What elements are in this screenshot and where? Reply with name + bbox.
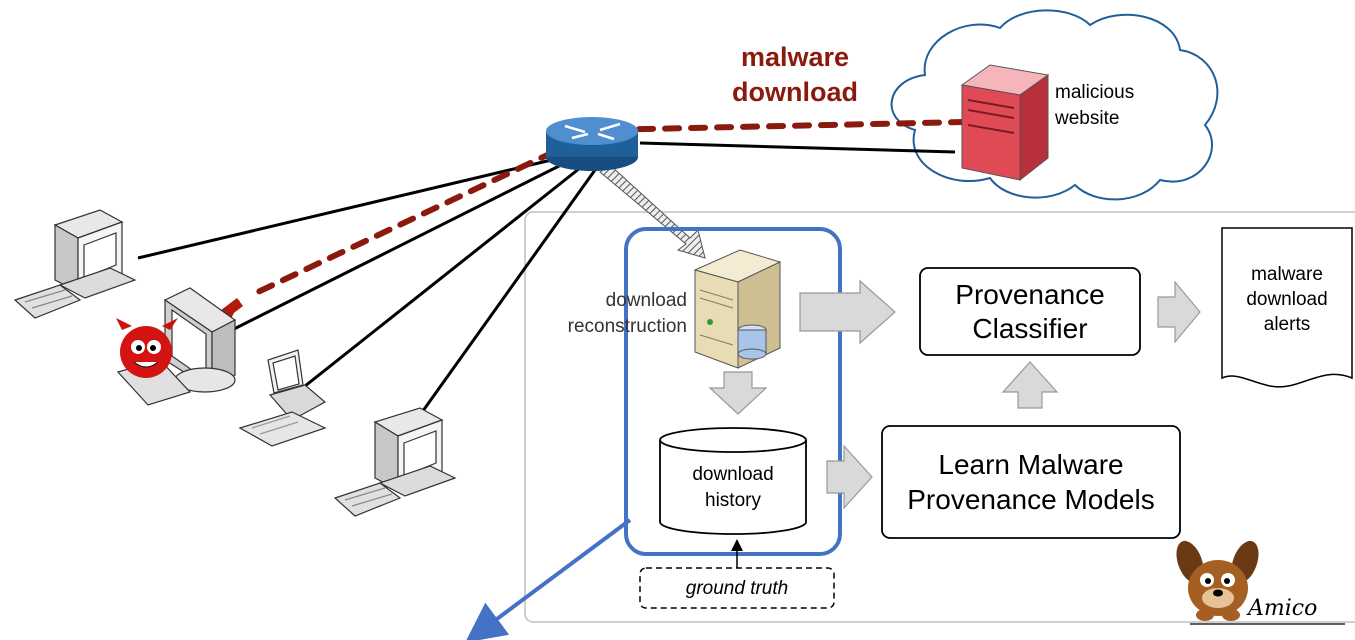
learn-models-label-line2: Provenance Models	[907, 484, 1155, 515]
download-reconstruction-label-line1: download	[605, 290, 687, 311]
arrow-models-to-classifier	[1001, 361, 1059, 409]
provenance-classifier-box	[919, 267, 1141, 356]
arrow-history-to-models	[826, 444, 873, 510]
download-history-label: download history	[660, 462, 806, 514]
provenance-classifier-label-line1: Provenance	[955, 279, 1105, 310]
learn-models-label: Learn Malware Provenance Models	[882, 447, 1180, 517]
malicious-website-label-line1: malicious	[1055, 82, 1135, 103]
provenance-classifier-label-line2: Classifier	[972, 313, 1088, 344]
traffic-tap-arrow	[599, 164, 706, 259]
reconstruction-highlight-box	[624, 227, 842, 556]
flow-arrows	[708, 279, 1201, 510]
malware-download-label: malware download	[700, 40, 890, 110]
arrow-server-to-history	[708, 371, 768, 415]
arrow-server-to-classifier	[799, 279, 896, 345]
download-history-label-line1: download	[692, 464, 774, 485]
alerts-label-line2: download	[1246, 289, 1328, 310]
download-history-label-line2: history	[705, 490, 761, 511]
database-cylinder-icon	[659, 427, 807, 535]
dog-mascot-icon	[1176, 540, 1345, 625]
learn-models-box	[881, 425, 1181, 539]
devil-icon	[116, 318, 178, 378]
desktop-computer-icon-2	[333, 407, 457, 517]
malicious-website-label: malicious website	[1055, 80, 1175, 132]
download-reconstruction-label-line2: reconstruction	[567, 316, 687, 337]
malicious-server-icon	[960, 64, 1050, 182]
amico-system-frame	[524, 211, 1355, 623]
provenance-classifier-label: Provenance Classifier	[920, 278, 1140, 346]
database-server-icon	[693, 249, 782, 369]
download-reconstruction-label: download reconstruction	[530, 288, 687, 340]
network-links	[137, 141, 956, 416]
brand-label: Amico	[1248, 596, 1318, 621]
alerts-document	[1221, 227, 1353, 388]
alerts-label-line3: alerts	[1263, 314, 1311, 335]
desktop-computer-icon	[13, 209, 137, 319]
ground-truth-label: ground truth	[685, 578, 789, 599]
malware-download-label-line2: download	[732, 77, 858, 107]
laptop-icon	[238, 349, 327, 447]
detail-pointer-arrow	[465, 518, 632, 640]
alerts-label: malware download alerts	[1222, 262, 1352, 337]
arrow-classifier-to-alerts	[1157, 280, 1201, 344]
router-icon	[546, 117, 638, 171]
infected-computer-icon	[116, 287, 237, 406]
malware-download-label-line1: malware	[740, 42, 850, 72]
alerts-label-line1: malware	[1251, 264, 1323, 285]
malicious-website-label-line2: website	[1055, 108, 1120, 129]
learn-models-label-line1: Learn Malware	[938, 449, 1124, 480]
